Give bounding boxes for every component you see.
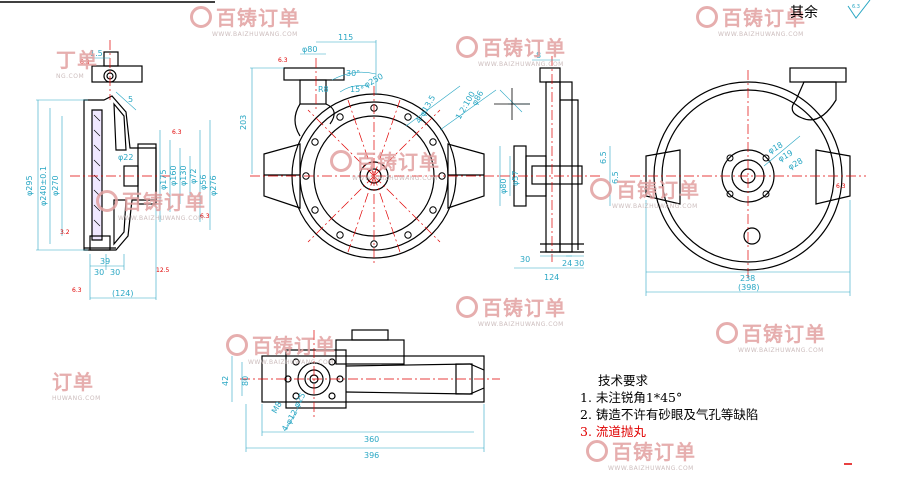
svg-text:φ57: φ57: [511, 171, 520, 186]
svg-text:(398): (398): [738, 283, 760, 292]
svg-text:(124): (124): [112, 289, 134, 298]
svg-text:φ80: φ80: [302, 45, 317, 54]
svg-text:30: 30: [94, 268, 104, 277]
watermark-logo-icon: [590, 178, 612, 200]
svg-text:φ276: φ276: [209, 175, 218, 196]
side-view-centerlines: [500, 56, 600, 262]
svg-text:φ240±0.1: φ240±0.1: [39, 166, 48, 206]
technical-note-item: 2. 铸造不许有砂眼及气孔等缺陷: [580, 407, 759, 422]
svg-text:φ80: φ80: [499, 179, 508, 194]
technical-notes-title: 技术要求: [598, 373, 649, 388]
svg-text:φ270: φ270: [51, 175, 60, 196]
watermark-logo-icon: [696, 6, 718, 28]
right-view-bolt-holes: [726, 154, 770, 198]
crosshair-mark: [494, 88, 530, 120]
svg-text:8: 8: [536, 51, 541, 60]
watermark-logo-icon: [586, 440, 608, 462]
right-view-dimensions: [609, 135, 851, 296]
watermark-logo-icon: [456, 36, 478, 58]
svg-text:φ56: φ56: [199, 175, 208, 190]
watermark-logo-icon: [96, 190, 118, 212]
svg-text:φ22: φ22: [118, 153, 133, 162]
svg-text:5: 5: [128, 95, 133, 104]
top-view-dimensions: [231, 356, 485, 452]
top-view-dimension-texts: 42 80 M8 4-φ12 φ25 360 396: [221, 376, 379, 460]
svg-text:6.3: 6.3: [278, 57, 288, 64]
svg-text:φ72: φ72: [189, 169, 198, 184]
technical-notes: 技术要求 1. 未注锐角1*45° 2. 铸造不许有砂眼及气孔等缺陷 3. 流道…: [580, 372, 758, 440]
svg-text:R8: R8: [318, 85, 329, 94]
svg-text:φ160: φ160: [169, 165, 178, 186]
svg-text:φ175: φ175: [159, 169, 168, 190]
svg-text:φ250: φ250: [363, 72, 385, 90]
side-view-dimensions: [499, 59, 584, 269]
technical-note-item: 1. 未注锐角1*45°: [580, 390, 683, 405]
svg-text:30°: 30°: [346, 69, 360, 78]
svg-text:6.3: 6.3: [80, 59, 90, 66]
svg-text:6.5: 6.5: [611, 171, 620, 184]
svg-text:238: 238: [740, 274, 755, 283]
side-view-dimension-texts: 8 φ80 φ57 30 124 24 30: [499, 51, 584, 282]
svg-text:24: 24: [562, 259, 572, 268]
svg-text:6.3: 6.3: [72, 287, 82, 294]
svg-text:6.5: 6.5: [599, 151, 608, 164]
watermark-logo-icon: [190, 6, 212, 28]
svg-text:6.3: 6.3: [836, 183, 846, 190]
svg-text:39: 39: [100, 257, 110, 266]
svg-text:115: 115: [338, 33, 353, 42]
svg-text:15°: 15°: [350, 85, 364, 94]
roughness-symbol-icon: [847, 0, 871, 19]
side-view: [513, 67, 584, 253]
svg-text:4-φ12: 4-φ12: [280, 408, 300, 433]
section-dimensions: [36, 57, 211, 300]
corner-roughness-note: 其余: [790, 5, 818, 21]
svg-text:30: 30: [110, 268, 120, 277]
svg-text:12.5: 12.5: [156, 267, 170, 274]
watermark-logo-icon: [330, 150, 352, 172]
svg-text:203: 203: [239, 115, 248, 130]
svg-text:30: 30: [574, 259, 584, 268]
right-view-centerlines: [630, 70, 866, 280]
svg-text:φ295: φ295: [25, 175, 34, 196]
svg-text:6.3: 6.3: [200, 213, 210, 220]
svg-text:φ130: φ130: [179, 165, 188, 186]
section-dimension-texts: 1.5 φ295 φ240±0.1 φ270 φ175 φ160 φ130 φ7…: [25, 49, 218, 298]
svg-text:6.3: 6.3: [172, 129, 182, 136]
svg-text:42: 42: [221, 376, 230, 386]
corner-roughness-value: 6.3: [852, 4, 860, 10]
svg-text:360: 360: [364, 435, 379, 444]
watermark-logo-icon: [456, 296, 478, 318]
svg-text:30: 30: [520, 255, 530, 264]
svg-text:1.5: 1.5: [90, 49, 103, 58]
svg-text:80: 80: [241, 376, 250, 386]
svg-text:3.2: 3.2: [60, 229, 70, 236]
right-view-dimension-texts: φ18 φ19 φ28 6.5 6.5 (398) 238 6.3: [599, 140, 846, 292]
watermark-logo-icon: [226, 334, 248, 356]
technical-note-item: 3. 流道抛丸: [580, 424, 646, 439]
svg-text:396: 396: [364, 451, 379, 460]
front-view-centerlines: [250, 58, 500, 266]
front-view-dimension-texts: 115 φ80 φ250 30° 15° 203 4-φ13.5 1.2:100…: [239, 33, 485, 130]
svg-text:6.3: 6.3: [852, 4, 860, 10]
svg-text:124: 124: [544, 273, 559, 282]
watermark-logo-icon: [716, 322, 738, 344]
top-view-centerlines: [240, 330, 500, 420]
